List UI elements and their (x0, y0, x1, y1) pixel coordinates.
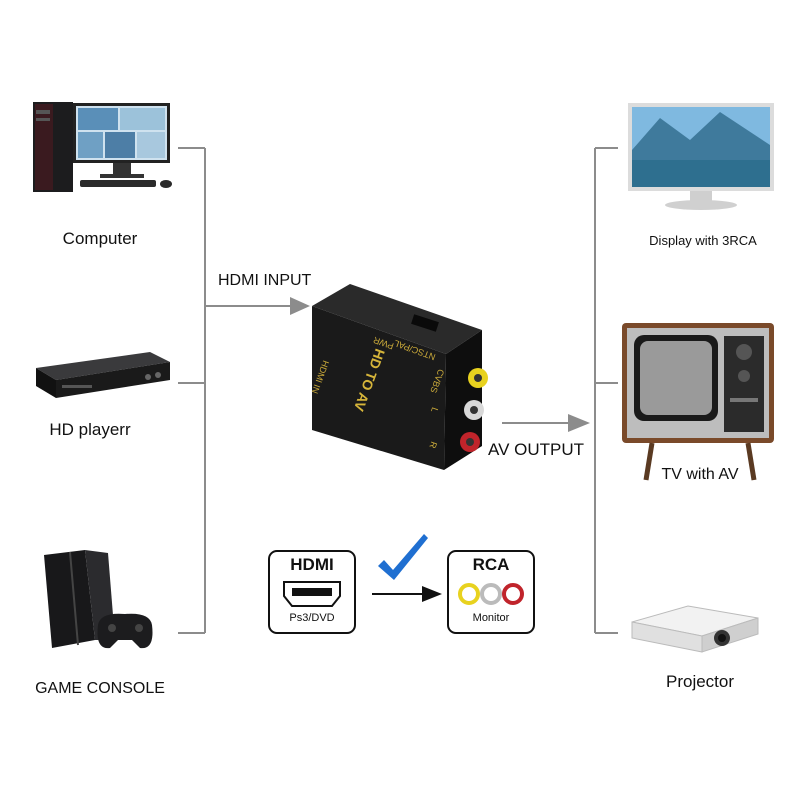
hdmi-legend-sub: Ps3/DVD (289, 612, 335, 624)
rca-legend-title: RCA (472, 555, 510, 574)
output-label-projector: Projector (665, 672, 735, 691)
input-label-game-console: GAME CONSOLE (35, 680, 165, 697)
input-label-hd-player: HD playerr (49, 420, 131, 439)
hdmi-port-icon (283, 581, 341, 607)
hdmi-input-label: HDMI INPUT (218, 272, 312, 289)
input-arrowhead (290, 297, 310, 315)
output-arrowhead (568, 414, 590, 432)
av-output-label: AV OUTPUT (488, 440, 585, 459)
legend-arrowhead (422, 586, 442, 602)
hdmi-legend-box: HDMI Ps3/DVD (268, 550, 356, 634)
hdmi-legend-title: HDMI (290, 555, 334, 574)
rca-legend-sub: Monitor (472, 612, 510, 624)
output-label-display: Display with 3RCA (649, 233, 757, 248)
rca-legend-box: RCA Monitor (447, 550, 535, 634)
rca-jacks-icon (458, 583, 524, 605)
output-label-tv: TV with AV (661, 466, 739, 483)
input-label-computer: Computer (62, 229, 138, 248)
